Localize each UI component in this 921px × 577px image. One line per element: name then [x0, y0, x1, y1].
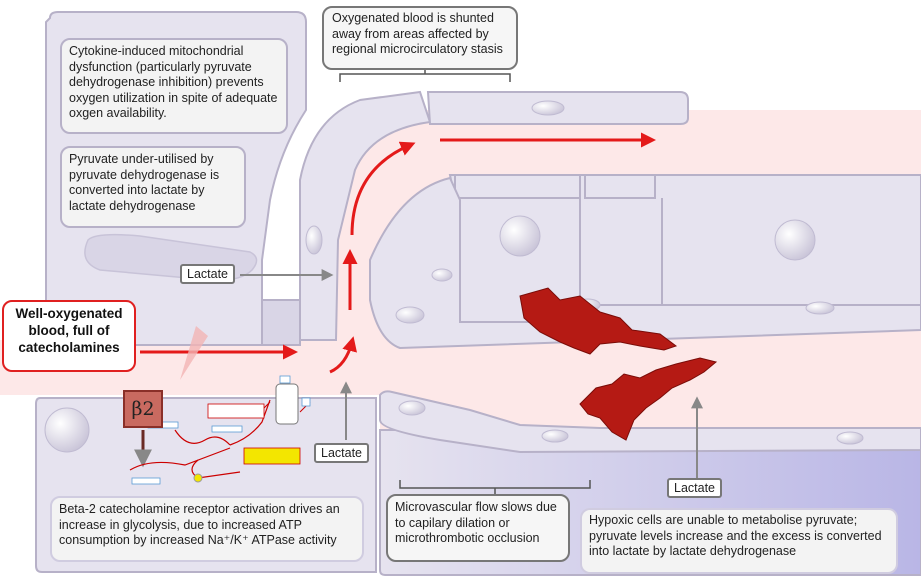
callout-beta2-activation: Beta-2 catecholamine receptor activation…: [50, 496, 364, 562]
lower-left-wall: [261, 299, 301, 346]
right-tissue-nucleus-2: [774, 219, 816, 261]
bracket-bottom: [399, 480, 591, 494]
flow-arrow-low: [329, 336, 357, 374]
lactate-label-left: Lactate: [180, 264, 236, 284]
right-tissue-top-cell-2: [584, 174, 656, 199]
middle-wall-nucleus-2: [431, 268, 453, 282]
middle-vessel-wall: [369, 176, 921, 350]
top-wall-nucleus: [531, 100, 565, 116]
lower-vessel-wall: [379, 390, 921, 454]
faint-arrow: [180, 326, 208, 380]
middle-wall-nucleus-4: [805, 301, 835, 315]
lower-wall-nucleus-3: [836, 431, 864, 445]
lactate-label-center: Lactate: [314, 443, 370, 463]
right-tissue-top-cell: [454, 174, 581, 199]
lactate-label-right: Lactate: [667, 478, 723, 498]
bottom-left-nucleus: [44, 407, 90, 453]
callout-microvascular: Microvascular flow slows due to capilary…: [386, 494, 570, 562]
bracket-top: [339, 68, 511, 82]
beta2-receptor-box: β2: [123, 390, 163, 428]
thrombus-lower: [579, 357, 718, 441]
middle-wall-nucleus-1: [395, 306, 425, 324]
callout-well-oxygenated: Well-oxygenated blood, full of catechola…: [2, 300, 136, 372]
callout-hypoxic: Hypoxic cells are unable to metabolise p…: [580, 508, 898, 574]
callout-pyruvate-underutilised: Pyruvate under-utilised by pyruvate dehy…: [60, 146, 246, 228]
callout-cytokine: Cytokine-induced mitochondrial dysfuncti…: [60, 38, 288, 134]
thrombus-upper: [519, 287, 678, 355]
callout-oxygenated-shunted: Oxygenated blood is shunted away from ar…: [322, 6, 518, 70]
lower-wall-nucleus-2: [541, 429, 569, 443]
right-tissue-nucleus-1: [499, 215, 541, 257]
flow-arrow-curve: [350, 141, 416, 236]
curve-nucleus: [305, 225, 323, 255]
lower-wall-nucleus-1: [398, 400, 426, 416]
glycolysis-pathway-diagram: [129, 375, 311, 485]
